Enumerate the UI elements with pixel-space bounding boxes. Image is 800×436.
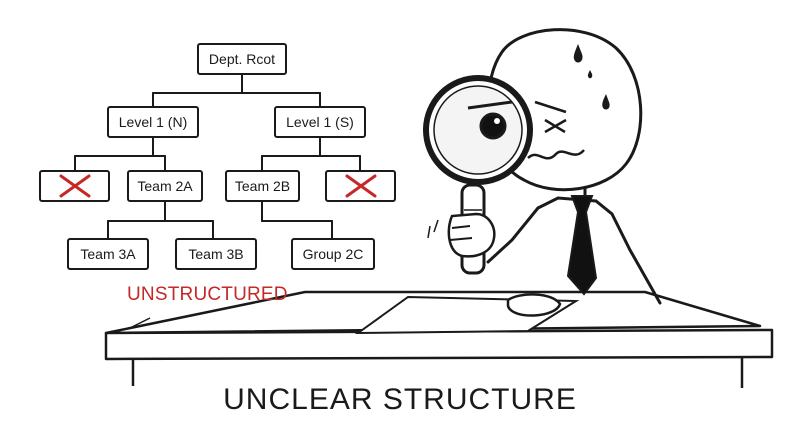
stick-figure-body	[486, 196, 662, 317]
org-node-team-3b: Team 3B	[175, 238, 257, 270]
org-node-removed-left	[39, 170, 110, 202]
org-node-level1-s: Level 1 (S)	[274, 106, 366, 138]
caption-title: UNCLEAR STRUCTURE	[223, 383, 577, 416]
org-node-removed-right	[325, 170, 396, 202]
org-node-label: Dept. Rcot	[208, 51, 276, 67]
org-node-root: Dept. Rcot	[197, 43, 287, 75]
org-connectors	[74, 74, 361, 239]
org-node-team-2a: Team 2A	[127, 170, 203, 202]
org-node-label: Group 2C	[302, 246, 364, 262]
org-node-label: Level 1 (S)	[286, 114, 354, 130]
red-x-icon	[345, 174, 376, 198]
org-node-label: Team 3B	[188, 246, 244, 262]
magnifying-glass-icon	[423, 75, 533, 275]
org-node-label: Team 2B	[234, 178, 291, 194]
stick-figure-hand	[427, 212, 496, 258]
org-node-label: Team 3A	[80, 246, 136, 262]
org-node-label: Level 1 (N)	[118, 114, 188, 130]
unstructured-label: UNSTRUCTURED	[127, 284, 288, 305]
org-node-group-2c: Group 2C	[291, 238, 375, 270]
sweat-drop-icon	[573, 44, 610, 110]
org-node-team-3a: Team 3A	[67, 238, 149, 270]
org-node-team-2b: Team 2B	[225, 170, 300, 202]
red-x-icon	[59, 174, 90, 198]
tie-icon	[566, 195, 598, 296]
org-node-label: Team 2A	[137, 178, 193, 194]
org-node-level1-n: Level 1 (N)	[107, 106, 199, 138]
